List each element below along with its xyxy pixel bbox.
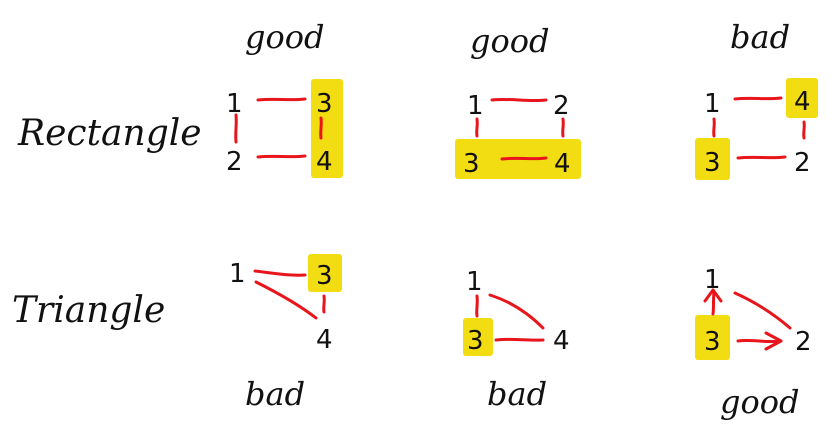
node-label: 1	[467, 91, 484, 121]
node-label: 3	[316, 89, 333, 119]
edge-3-2	[736, 338, 782, 344]
edge-1-4	[733, 96, 783, 101]
highlight-box	[786, 78, 818, 118]
edge-3-4	[319, 116, 323, 140]
verdict-top-3: bad	[730, 18, 790, 56]
highlight-box	[308, 254, 342, 292]
row-label-triangle: Triangle	[12, 290, 165, 331]
edge-1-3	[712, 117, 716, 138]
edge-1-3	[475, 117, 479, 138]
edge-2-4	[561, 117, 565, 138]
verdict-top-1: good	[245, 18, 325, 56]
node-label: 2	[226, 147, 243, 177]
node-label: 4	[316, 325, 333, 355]
node-label: 1	[466, 267, 483, 297]
panel-triangle-bad-1: 1 3 4	[229, 254, 342, 355]
edge-1-3	[253, 269, 307, 277]
highlight-box	[311, 79, 343, 178]
node-label: 2	[553, 91, 570, 121]
edge-3-4	[494, 337, 545, 342]
verdict-top-2: good	[470, 22, 550, 60]
panel-triangle-bad-2: 1 3 4	[463, 267, 570, 356]
highlight-box	[695, 315, 730, 360]
edge-1-2	[234, 113, 238, 144]
edge-1-4	[254, 280, 318, 320]
node-label: 4	[794, 87, 811, 117]
node-label: 1	[229, 259, 246, 289]
arrowhead-right-icon	[764, 331, 783, 351]
edge-3-4	[500, 156, 548, 161]
edge-1-2	[733, 291, 792, 330]
edge-1-3	[256, 97, 307, 102]
edge-3-4	[322, 294, 326, 314]
edge-1-2	[490, 97, 548, 103]
highlight-box	[463, 318, 493, 356]
node-label: 1	[704, 89, 721, 119]
verdict-bottom-1: bad	[245, 375, 305, 413]
edge-4-2	[802, 120, 806, 140]
panel-triangle-good: 1 3 2	[695, 265, 812, 360]
node-label: 1	[226, 89, 243, 119]
edge-1-3	[475, 294, 479, 318]
highlight-box	[695, 138, 730, 180]
verdict-bottom-3: good	[720, 383, 800, 421]
verdict-bottom-2: bad	[487, 375, 547, 413]
node-label: 4	[554, 149, 571, 179]
edge-3-2	[736, 155, 787, 160]
node-label: 3	[704, 327, 721, 357]
node-label: 2	[795, 327, 812, 357]
node-label: 3	[467, 326, 484, 356]
arrowhead-up-icon	[703, 288, 723, 303]
node-label: 4	[316, 147, 333, 177]
node-label: 3	[704, 148, 721, 178]
panel-rectangle-good-1: 1 3 2 4	[226, 79, 343, 178]
panel-rectangle-bad: 1 4 3 2	[695, 78, 818, 180]
node-label: 3	[316, 261, 333, 291]
node-label: 3	[463, 149, 480, 179]
edge-3-1	[711, 290, 716, 316]
node-label: 1	[704, 265, 721, 295]
edge-2-4	[256, 154, 307, 159]
node-label: 4	[553, 326, 570, 356]
row-label-rectangle: Rectangle	[17, 113, 202, 154]
node-label: 2	[794, 148, 811, 178]
panel-rectangle-good-2: 1 2 3 4	[455, 91, 581, 179]
edge-1-4	[488, 293, 545, 330]
